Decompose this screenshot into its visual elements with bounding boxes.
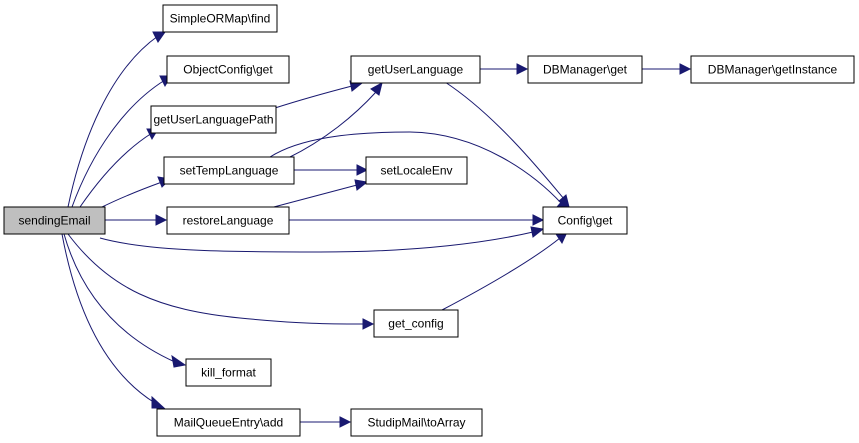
node-dbmanager-get[interactable]: DBManager\get bbox=[527, 55, 643, 84]
edge-settemplanguage-getuserlanguage bbox=[287, 82, 383, 159]
node-label-getuserlanguage: getUserLanguage bbox=[368, 63, 464, 77]
node-get-config[interactable]: get_config bbox=[373, 309, 459, 338]
node-label-kill-format: kill_format bbox=[201, 366, 256, 380]
edge-dbmanager-get-getinstance bbox=[642, 63, 692, 75]
edge-sendingemail-find bbox=[67, 31, 166, 208]
node-simpleormap-find[interactable]: SimpleORMap\find bbox=[162, 4, 278, 33]
node-sendingemail[interactable]: sendingEmail bbox=[3, 206, 106, 235]
edge-get-config-config-get bbox=[441, 231, 568, 311]
node-kill-format[interactable]: kill_format bbox=[185, 358, 272, 387]
node-label-dbmanager-get: DBManager\get bbox=[543, 63, 628, 77]
node-objectconfig-get[interactable]: ObjectConfig\get bbox=[166, 55, 290, 84]
node-label-simpleormap-find: SimpleORMap\find bbox=[170, 12, 271, 26]
node-settemplanguage[interactable]: setTempLanguage bbox=[163, 156, 295, 185]
node-setlocaleenv[interactable]: setLocaleEnv bbox=[365, 156, 468, 185]
edge-getuserlanguagepath-getuserlanguage bbox=[274, 80, 364, 109]
edge-mailqueueentry-add-toarray bbox=[300, 416, 352, 428]
edges bbox=[61, 31, 692, 428]
node-config-get[interactable]: Config\get bbox=[542, 206, 628, 235]
node-label-mailqueueentry-add: MailQueueEntry\add bbox=[174, 416, 283, 430]
edge-restorelanguage-config-get bbox=[289, 214, 545, 226]
node-label-sendingemail: sendingEmail bbox=[18, 214, 90, 228]
node-getuserlanguage[interactable]: getUserLanguage bbox=[350, 55, 481, 84]
node-label-setlocaleenv: setLocaleEnv bbox=[380, 164, 452, 178]
node-label-getuserlanguagepath: getUserLanguagePath bbox=[153, 113, 273, 127]
edge-sendingemail-mailqueueentry-add bbox=[61, 233, 166, 409]
nodes: sendingEmail SimpleORMap\find ObjectConf… bbox=[3, 4, 855, 437]
edge-sendingemail-getuserlanguagepath bbox=[79, 128, 159, 208]
node-label-config-get: Config\get bbox=[558, 214, 613, 228]
node-mailqueueentry-add[interactable]: MailQueueEntry\add bbox=[156, 408, 301, 437]
edge-sendingemail-kill-format bbox=[63, 233, 187, 368]
edge-sendingemail-get-config bbox=[67, 233, 375, 330]
edge-sendingemail-restorelanguage bbox=[105, 214, 168, 226]
node-label-get-config: get_config bbox=[388, 317, 443, 331]
node-label-objectconfig-get: ObjectConfig\get bbox=[183, 63, 273, 77]
node-label-dbmanager-getinstance: DBManager\getInstance bbox=[708, 63, 838, 77]
node-studipmail-toarray[interactable]: StudipMail\toArray bbox=[350, 408, 483, 437]
node-getuserlanguagepath[interactable]: getUserLanguagePath bbox=[150, 105, 277, 134]
edge-getuserlanguage-config-get bbox=[444, 81, 570, 209]
edge-settemplanguage-setlocaleenv bbox=[294, 164, 369, 176]
node-dbmanager-getinstance[interactable]: DBManager\getInstance bbox=[690, 55, 855, 84]
edge-getuserlanguage-dbmanager-get bbox=[480, 63, 529, 75]
edge-sendingemail-config-get bbox=[99, 226, 545, 253]
edge-sendingemail-settemplanguage bbox=[99, 176, 172, 209]
edge-restorelanguage-setlocaleenv bbox=[269, 179, 369, 209]
node-restorelanguage[interactable]: restoreLanguage bbox=[166, 206, 290, 235]
node-label-restorelanguage: restoreLanguage bbox=[183, 214, 274, 228]
node-label-settemplanguage: setTempLanguage bbox=[180, 164, 279, 178]
node-label-studipmail-toarray: StudipMail\toArray bbox=[367, 416, 465, 430]
